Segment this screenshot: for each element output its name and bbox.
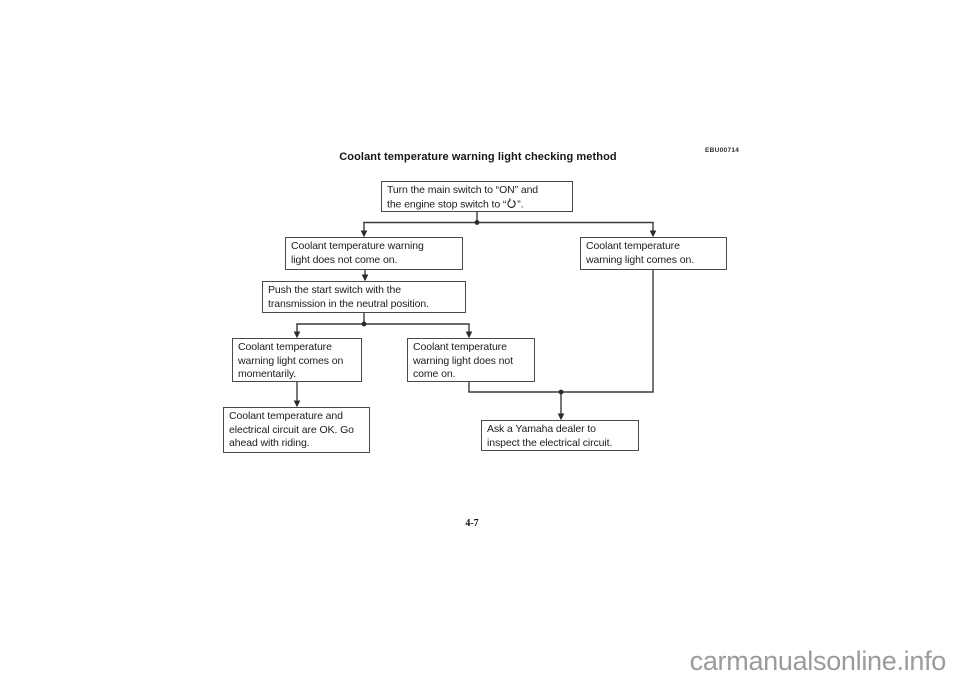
flow-box-text-line: inspect the electrical circuit. (487, 436, 613, 449)
flow-box-text-line: warning light comes on. (586, 253, 695, 266)
arrow-head (360, 230, 368, 238)
arrow-head (361, 274, 369, 282)
flow-box-text-line: warning light comes on (238, 354, 344, 367)
flow-box-text-line: Ask a Yamaha dealer to (487, 423, 596, 435)
flow-box-text-line: Coolant temperature (238, 341, 332, 353)
arrow-head (649, 230, 657, 238)
flow-box-light-comes-on-momentarily: Coolant temperature warning light comes … (232, 338, 362, 382)
flow-box-turn-main-switch: Turn the main switch to “ON” and the eng… (381, 181, 573, 212)
flow-box-text-line: momentarily. (238, 368, 297, 380)
flow-box-text-line: Turn the main switch to “ON” and (387, 184, 539, 196)
junction-dot (474, 220, 480, 225)
section-code: EBU00714 (705, 147, 740, 154)
flow-box-text-line: come on. (413, 368, 456, 380)
arrow-head (293, 331, 301, 339)
flow-box-text-line: Push the start switch with the (268, 284, 401, 296)
watermark: carmanualsonline.info (689, 646, 947, 676)
arrow-head (293, 400, 301, 408)
arrow-head (465, 331, 473, 339)
flow-box-light-comes-on: Coolant temperature warning light comes … (580, 237, 727, 270)
flow-box-text-line: transmission in the neutral position. (268, 297, 429, 310)
flow-box-ask-dealer: Ask a Yamaha dealer to inspect the elect… (481, 420, 639, 451)
junction-dot (361, 321, 367, 327)
junction-dot (558, 389, 564, 395)
flow-box-push-start-switch: Push the start switch with the transmiss… (262, 281, 466, 313)
flow-box-text-line: light does not come on. (291, 253, 398, 266)
engine-run-symbol-icon (507, 197, 516, 208)
flow-box-text-line: Coolant temperature warning (291, 240, 424, 252)
flow-box-light-does-not-come-on-after-start: Coolant temperature warning light does n… (407, 338, 535, 382)
arrow-head (557, 413, 565, 421)
flow-box-text-line: ahead with riding. (229, 437, 310, 449)
flow-box-text-line: electrical circuit are OK. Go (229, 423, 354, 436)
flow-box-text-line: Coolant temperature (413, 341, 507, 353)
flow-box-text-line: warning light does not (413, 354, 513, 367)
flow-box-light-does-not-come-on: Coolant temperature warning light does n… (285, 237, 463, 270)
flow-box-text-line: Coolant temperature and (229, 410, 343, 422)
flow-box-circuit-ok: Coolant temperature and electrical circu… (223, 407, 370, 453)
flow-box-text-line: Coolant temperature (586, 240, 680, 252)
page-number: 4-7 (465, 518, 479, 529)
page-title: Coolant temperature warning light checki… (339, 151, 617, 163)
flow-box-text-line: the engine stop switch to “”. (387, 197, 524, 210)
